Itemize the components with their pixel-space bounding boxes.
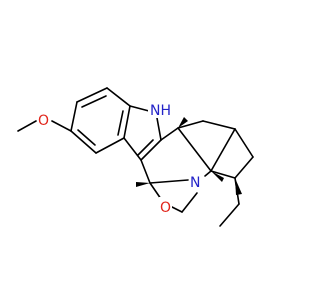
stereo-wedge-c-lower	[136, 182, 150, 187]
bond-benzene-6-inner	[77, 129, 96, 146]
stereo-wedge-c-upper	[178, 117, 188, 128]
bond-n-c2	[156, 117, 162, 141]
bond-benzene-5	[95, 137, 125, 154]
ring-o-label: O	[160, 200, 171, 216]
bond-c3-c-lower	[140, 159, 151, 184]
bond-c2-c3-inner	[137, 139, 154, 156]
stereo-wedge-ethyl	[235, 178, 242, 195]
bond-c7a-n	[129, 105, 150, 112]
bond-ethyl-2	[219, 203, 240, 227]
bond-cage-4	[234, 156, 254, 179]
methoxy-o-label-bg	[37, 110, 51, 127]
bond-benzene-1	[70, 101, 78, 132]
bond-benzene-4-inner	[117, 110, 124, 136]
bond-c3-c3a	[123, 137, 142, 161]
stereo-wedge-c-junction	[211, 171, 224, 182]
bond-cage-3	[234, 128, 254, 158]
bond-cage-5	[210, 170, 236, 179]
bond-benzene-4	[123, 105, 131, 139]
bond-ch2-n	[181, 192, 198, 213]
bond-benzene-3	[106, 87, 131, 107]
nh-label-bg	[148, 100, 170, 118]
bond-cage-2	[202, 120, 236, 130]
bond-methyl-o	[17, 120, 37, 132]
bond-benzene-2-inner	[81, 95, 107, 108]
bond-cage-1	[177, 120, 204, 129]
bridge-n-label: N	[190, 175, 200, 191]
bond-benzene-6	[70, 130, 97, 154]
bond-benzene-2	[76, 87, 108, 103]
bond-c2-c3	[140, 139, 162, 161]
bond-c2-c-upper	[160, 127, 179, 141]
bond-c-lower-o	[149, 182, 162, 200]
ring-o-label-bg	[159, 197, 172, 214]
methoxy-o-label: O	[38, 113, 49, 129]
bond-c-upper-c-junction	[177, 127, 212, 172]
bond-o-aryl	[51, 120, 72, 132]
molecule-drawing: NH N O O	[17, 87, 254, 227]
bond-cage-bridge	[210, 128, 236, 172]
bond-c-lower-n	[149, 179, 189, 184]
structure-canvas: NH N O O	[17, 87, 254, 227]
bridge-n-label-bg	[189, 172, 203, 189]
bond-n-c-junction	[204, 170, 212, 177]
nh-label: NH	[150, 103, 171, 119]
